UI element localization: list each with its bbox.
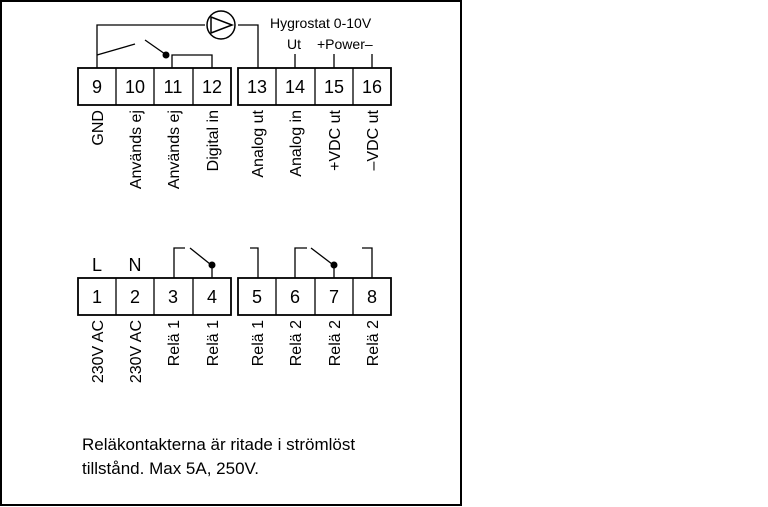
relay-pivot-dot [162,51,170,59]
note-line-2: tillstånd. Max 5A, 250V. [82,459,259,478]
terminal-label: Relä 2 [365,320,382,366]
terminal-label: 230V AC [128,320,145,383]
terminal-number: 8 [367,287,377,307]
terminal-label: Används ej [166,110,183,189]
lower-terminal-labels: 230V AC 230V AC Relä 1 Relä 1 Relä 1 Rel… [90,320,382,383]
terminal-number: 9 [92,77,102,97]
relay-1-contact [173,247,259,278]
upper-terminal-labels: GND Används ej Används ej Digital in Ana… [90,109,382,189]
relay-2-contact [294,247,373,278]
terminal-label: +VDC ut [327,109,344,170]
terminal-number: 10 [125,77,145,97]
terminal-label: Relä 1 [166,320,183,366]
terminal-label: 230V AC [90,320,107,383]
upper-wiring [96,24,373,68]
diagram-frame [0,0,462,506]
terminal-label: Relä 2 [288,320,305,366]
terminal-label: Analog in [288,110,305,177]
terminal-label: Analog ut [250,109,267,177]
terminal-label: Relä 2 [327,320,344,366]
terminal-number: 1 [92,287,102,307]
terminal-label: Relä 1 [250,320,267,366]
terminal-number: 12 [202,77,222,97]
terminal-number: 15 [324,77,344,97]
terminal-number: 2 [130,287,140,307]
upper-terminal-block: 9 10 11 12 13 14 15 16 [77,67,392,106]
terminal-label: GND [90,110,107,146]
terminal-number: 4 [207,287,217,307]
terminal-label: Används ej [128,110,145,189]
phase-label-l: L [92,255,102,275]
terminal-number: 6 [290,287,300,307]
pump-icon [206,10,236,40]
terminal-label: –VDC ut [365,109,382,170]
hygrostat-power-label: +Power– [317,36,373,52]
terminal-number: 13 [247,77,267,97]
terminal-label: Digital in [205,110,222,171]
terminal-number: 14 [285,77,305,97]
terminal-number: 3 [168,287,178,307]
terminal-number: 16 [362,77,382,97]
terminal-number: 5 [252,287,262,307]
terminal-number: 7 [329,287,339,307]
hygrostat-ut-label: Ut [287,36,301,52]
terminal-number: 11 [164,77,183,97]
hygrostat-title: Hygrostat 0-10V [270,15,372,31]
lower-terminal-block: 1 2 3 4 5 6 7 8 [77,277,392,316]
note-line-1: Reläkontakterna är ritade i strömlöst [82,435,355,454]
neutral-label-n: N [129,255,142,275]
terminal-label: Relä 1 [205,320,222,366]
